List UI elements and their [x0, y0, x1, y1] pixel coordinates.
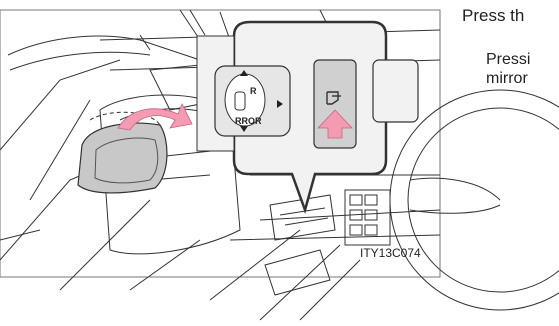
switch-label-top: R — [250, 86, 257, 96]
instruction-heading: Press th — [462, 6, 524, 26]
adjacent-blank-switch — [373, 60, 418, 122]
instruction-text-line-2: mirror — [486, 70, 528, 88]
instruction-text-line-1: Pressi — [486, 51, 530, 69]
mirror-adjust-switch: R RROR — [215, 66, 290, 136]
switch-label-bottom: RROR — [235, 116, 262, 126]
steering-wheel-inner — [408, 108, 559, 292]
door-switch-panel — [265, 195, 335, 295]
figure-code: ITY13C074 — [360, 246, 421, 260]
